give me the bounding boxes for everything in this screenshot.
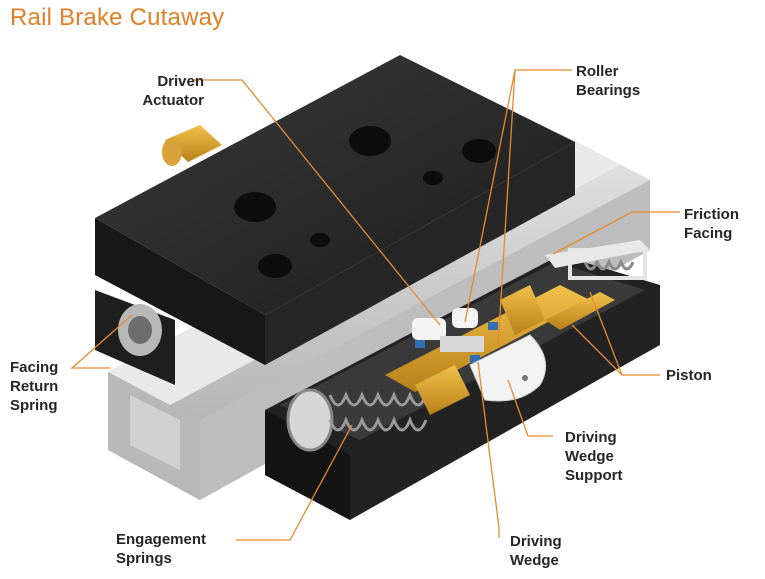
roller-bearings-drawing	[412, 308, 498, 363]
piston-drawing	[385, 285, 615, 415]
label-roller-bearings: Roller Bearings	[576, 63, 641, 99]
engagement-springs-drawing	[286, 388, 428, 452]
label-facing-return-spring: Facing Return Spring	[10, 359, 59, 414]
label-driving-wedge: Driving Wedge	[510, 533, 562, 569]
label-friction-facing: Friction Facing	[684, 206, 739, 242]
leader-lines	[70, 69, 680, 541]
wedge-support-drawing	[469, 334, 547, 402]
brake-body	[95, 55, 575, 365]
diagram-title: Rail Brake Cutaway	[10, 4, 225, 31]
label-engagement-springs: Engagement Springs	[116, 531, 207, 567]
friction-facing-drawing	[545, 240, 650, 268]
label-piston: Piston	[666, 367, 712, 384]
actuator-fitting	[162, 125, 222, 166]
label-driving-wedge-support: Driving Wedge Support	[565, 429, 623, 484]
label-driven-actuator: Driven Actuator	[142, 73, 204, 109]
